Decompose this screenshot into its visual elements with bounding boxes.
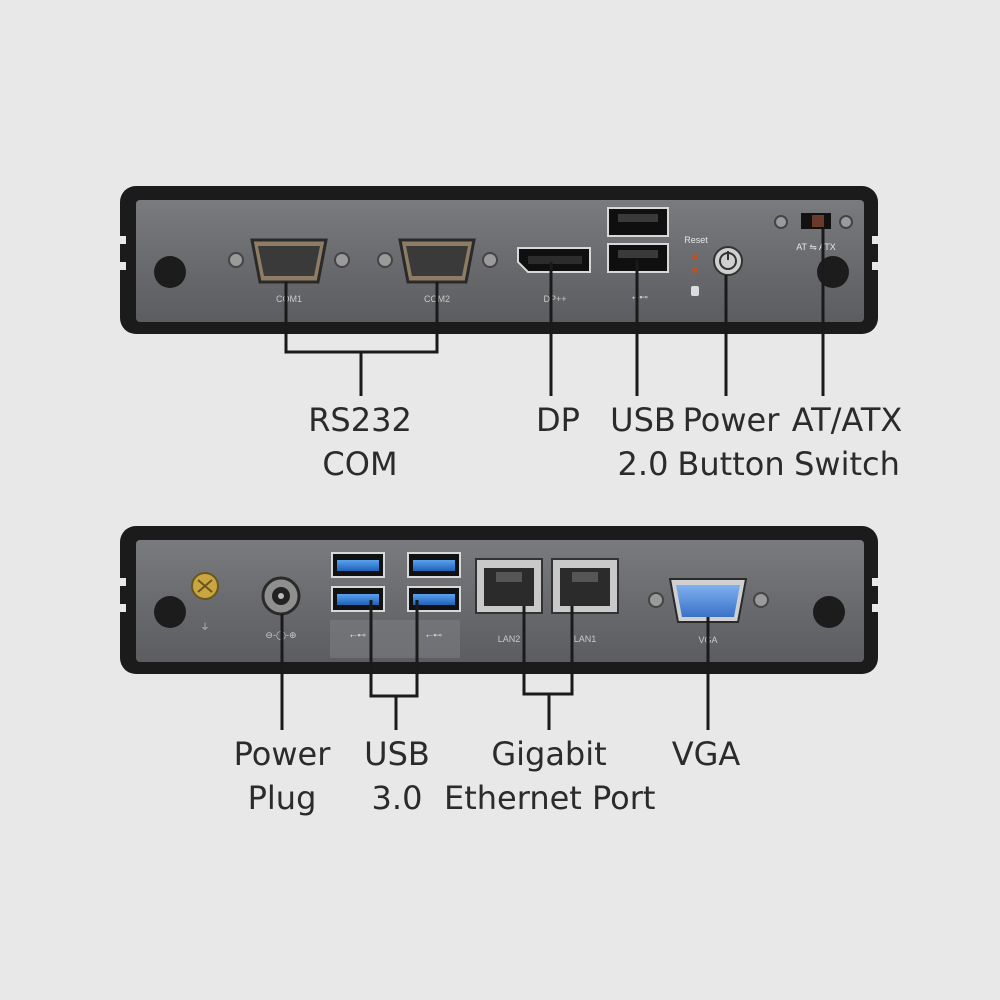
callout-gigabit-line1: Gigabit — [491, 735, 607, 773]
bottom-right-foot — [813, 596, 845, 628]
bottom-case-fins — [120, 578, 878, 612]
com1-port — [228, 238, 350, 284]
lan1-label: LAN1 — [574, 634, 597, 644]
usb30-label-area — [330, 620, 460, 658]
callout-at-atx-switch: AT/ATX Switch — [782, 398, 912, 486]
lan1-port — [551, 558, 619, 614]
reset-label: Reset — [684, 235, 708, 245]
callout-at-atx-line2: Switch — [794, 445, 900, 483]
led-hdd — [692, 267, 698, 273]
callout-dp: DP — [518, 398, 598, 442]
displayport — [517, 247, 591, 273]
com1-label: COM1 — [276, 294, 302, 304]
bottom-callout-lines — [280, 600, 710, 730]
callout-gigabit-ethernet: Gigabit Ethernet Port — [444, 732, 656, 820]
bottom-io-panel: ⏚ ⊖-◯-⊕ ⭠⊷ ⭠⊷ LAN2 — [120, 526, 878, 674]
callout-dp-line1: DP — [536, 401, 580, 439]
switch-screw-right — [839, 215, 853, 229]
callout-power-plug: Power Plug — [222, 732, 342, 820]
dp-label: DP++ — [543, 294, 566, 304]
callout-usb20-line2: 2.0 — [617, 445, 669, 483]
vga-port — [648, 578, 769, 623]
callout-rs232-line2: COM — [322, 445, 398, 483]
switch-screw-left — [774, 215, 788, 229]
top-callout-lines — [284, 229, 825, 396]
com2-port — [377, 238, 498, 284]
callout-vga: VGA — [656, 732, 756, 776]
callout-gigabit-line2: Ethernet Port — [444, 779, 656, 817]
callout-rs232-line1: RS232 — [308, 401, 412, 439]
callout-power-button-line2: Button — [677, 445, 785, 483]
top-left-foot — [154, 256, 186, 288]
power-plug — [261, 576, 301, 616]
ground-icon: ⏚ — [200, 622, 209, 632]
top-right-foot — [817, 256, 849, 288]
top-case-fins — [120, 236, 878, 270]
hdd-icon — [691, 286, 699, 296]
lan2-label: LAN2 — [498, 634, 521, 644]
callout-power-button: Power Button — [676, 398, 786, 486]
led-power — [692, 254, 698, 260]
usb30-icon-right: ⭠⊷ — [426, 630, 442, 640]
callout-power-plug-line1: Power — [233, 735, 331, 773]
callout-usb30: USB 3.0 — [352, 732, 442, 820]
bottom-left-foot — [154, 596, 186, 628]
lan2-port — [475, 558, 543, 614]
callout-power-button-line1: Power — [682, 401, 780, 439]
power-button[interactable] — [713, 246, 743, 276]
callout-at-atx-line1: AT/ATX — [791, 401, 903, 439]
callout-rs232-com: RS232 COM — [300, 398, 420, 486]
callout-power-plug-line2: Plug — [247, 779, 317, 817]
top-io-panel: COM1 COM2 DP++ ⭠⊷ Reset — [120, 186, 878, 334]
usb20-icon: ⭠⊷ — [632, 292, 648, 302]
at-atx-label: AT ⇋ ATX — [796, 242, 836, 252]
callout-usb30-line2: 3.0 — [371, 779, 423, 817]
usb30-icon-left: ⭠⊷ — [350, 630, 366, 640]
callout-usb20-line1: USB — [610, 401, 676, 439]
top-faceplate — [136, 200, 864, 322]
at-atx-switch[interactable] — [801, 213, 831, 229]
ground-screw — [191, 572, 219, 600]
usb30-ports — [331, 552, 461, 612]
callout-vga-line1: VGA — [671, 735, 741, 773]
callout-usb20: USB 2.0 — [603, 398, 683, 486]
callout-usb30-line1: USB — [364, 735, 430, 773]
